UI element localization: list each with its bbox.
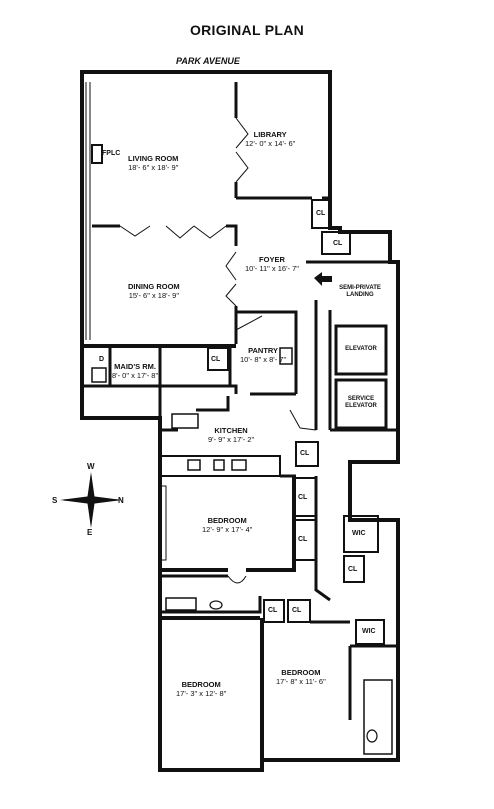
closet-label: CL xyxy=(298,494,308,501)
wall xyxy=(160,396,230,432)
appliance xyxy=(91,367,107,383)
room-maids: MAID'S RM.8'- 0" x 17'- 8" xyxy=(112,362,159,380)
entrance-arrow xyxy=(314,272,332,286)
wall xyxy=(160,574,262,614)
appliance xyxy=(231,459,247,471)
closet-label: CL xyxy=(298,536,308,543)
wall xyxy=(225,251,237,307)
closet-label: CL xyxy=(268,607,278,614)
appliance xyxy=(187,459,201,471)
closet xyxy=(207,347,229,371)
wall xyxy=(226,224,238,246)
wall xyxy=(160,485,167,561)
wall xyxy=(235,315,263,331)
semi-private-landing: SEMI-PRIVATE LANDING xyxy=(339,285,381,298)
wall xyxy=(306,260,390,430)
closet-label: CL xyxy=(211,356,221,363)
closet-label: CL xyxy=(300,450,310,457)
toilet xyxy=(209,600,223,610)
closet xyxy=(287,599,311,623)
walk-in-closet xyxy=(343,515,379,553)
fireplace-label: FPLC xyxy=(102,150,121,157)
compass-west: W xyxy=(87,462,95,471)
closet-label: CL xyxy=(348,566,358,573)
wall xyxy=(289,409,317,431)
wall xyxy=(314,476,331,602)
wall xyxy=(235,117,249,183)
service-elevator-label: SERVICE ELEVATOR xyxy=(345,396,377,409)
bathtub xyxy=(165,597,197,611)
street-label: PARK AVENUE xyxy=(176,56,240,66)
wall xyxy=(158,346,232,388)
outer-wall xyxy=(80,70,400,772)
wall xyxy=(160,616,264,760)
service-elevator-box xyxy=(334,378,388,430)
door-swing xyxy=(227,575,247,584)
appliance-label: D xyxy=(99,356,105,363)
counter xyxy=(160,455,281,477)
elevator-box xyxy=(334,324,388,376)
closet xyxy=(311,199,331,229)
compass-north: N xyxy=(118,496,124,505)
compass-point xyxy=(60,496,122,504)
compass-east: E xyxy=(87,528,93,537)
appliance xyxy=(213,459,225,471)
wall xyxy=(230,384,296,396)
closet-label: CL xyxy=(292,607,302,614)
sink xyxy=(279,347,293,365)
closet xyxy=(321,231,351,255)
wall xyxy=(348,644,398,720)
walk-in-closet xyxy=(355,619,385,645)
toilet xyxy=(366,729,378,743)
closet-label: CL xyxy=(316,210,326,217)
closet xyxy=(295,441,319,467)
plan-title: ORIGINAL PLAN xyxy=(189,22,305,38)
wic-label: WIC xyxy=(362,628,376,635)
wall xyxy=(119,225,227,239)
fireplace xyxy=(91,144,103,164)
wall xyxy=(236,310,298,394)
bathtub xyxy=(363,679,393,755)
closet xyxy=(263,599,285,623)
window-strip xyxy=(85,82,91,340)
elevator-label: ELEVATOR xyxy=(345,346,377,352)
wic-label: WIC xyxy=(352,530,366,537)
closet xyxy=(343,555,365,583)
stove xyxy=(171,413,199,429)
closet-label: CL xyxy=(333,240,343,247)
compass-south: S xyxy=(52,496,58,505)
wall xyxy=(82,346,162,418)
